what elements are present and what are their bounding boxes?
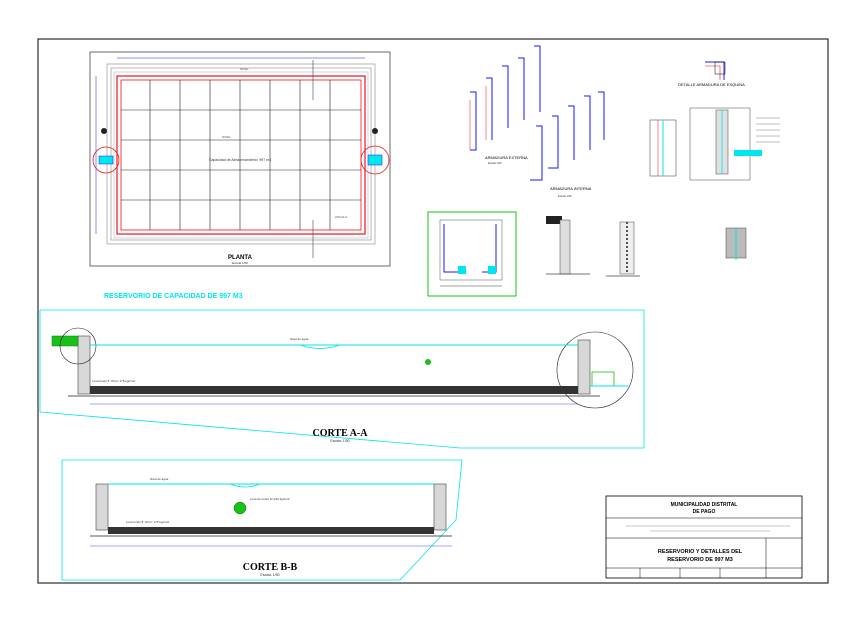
plan-outlet-detail-circle — [360, 145, 390, 175]
section-aa-right-wall — [577, 339, 591, 395]
internal-rebar-title: ARMADURA INTERNA — [550, 186, 592, 191]
plan-inlet-detail-circle — [92, 146, 120, 174]
corner-detail-title: DETALLE ARMADURA DE ESQUINA — [678, 82, 745, 87]
corner-rebar-detail: DETALLE ARMADURA DE ESQUINA — [678, 61, 745, 87]
title-block-project-line2: RESERVORIO DE 997 M3 — [667, 557, 733, 563]
external-rebar-title: ARMADURA EXTERNA — [485, 155, 528, 160]
section-aa-floor-slab — [90, 386, 578, 394]
green-detail-frame — [427, 211, 517, 297]
section-bb-water-label: Nivel de agua — [150, 477, 169, 481]
plan-outer-frame — [89, 51, 391, 267]
plan-tank-wall — [116, 75, 366, 235]
internal-rebar-scale: Escala 1/25 — [558, 194, 572, 198]
section-aa-scale: Escala: 1/50 — [330, 439, 349, 443]
internal-rebar-detail: ARMADURA INTERNA Escala 1/25 — [530, 91, 605, 198]
external-rebar-scale: Escala 1/25 — [488, 161, 502, 165]
plan-capacity-label: Capacidad de Almacenamiento: 997 m3 — [209, 158, 271, 162]
title-block-org-line2: DE PAGO — [693, 509, 716, 515]
title-block: MUNICIPALIDAD DISTRITAL DE PAGO RESERVOR… — [605, 495, 803, 579]
plan-slab-grid — [121, 80, 361, 230]
section-bb-scale: Escala: 1/50 — [260, 573, 279, 577]
section-aa-left-wall — [77, 335, 91, 395]
main-drawing-title: RESERVORIO DE CAPACIDAD DE 997 M3 — [104, 293, 243, 300]
section-bb-slab-label: Losa fondo 5" Ø fe= 175 kg/cm2 — [126, 520, 169, 524]
title-block-org-line1: MUNICIPALIDAD DISTRITAL — [671, 502, 738, 508]
external-rebar-detail: ARMADURA EXTERNA Escala 1/25 — [469, 45, 541, 165]
section-aa-title: CORTE A-A — [313, 428, 369, 439]
section-aa-detail-circle — [556, 331, 634, 409]
section-bb-left-wall — [95, 483, 109, 531]
section-bb-floor-slab — [108, 527, 434, 534]
plan-view: NIVEL NIVEL ZOCALO Capacidad de Almacena… — [89, 51, 391, 267]
green-box-detail — [427, 211, 517, 297]
section-bb: Nivel de agua Losa fondo 5" Ø fe= 175 kg… — [61, 459, 463, 581]
svg-text:NIVEL: NIVEL — [240, 67, 249, 71]
plan-scale: Escala 1/50 — [232, 261, 248, 265]
title-block-project-line1: RESERVORIO Y DETALLES DEL — [658, 549, 743, 555]
column-details — [546, 216, 747, 277]
section-bb-fill-label: Losa de fondo fc=210 kg/cm2 — [250, 497, 290, 501]
section-bb-outline — [61, 459, 463, 581]
section-bb-title: CORTE B-B — [243, 562, 298, 573]
svg-text:ZOCALO: ZOCALO — [335, 215, 348, 219]
section-aa: Nivel de agua Losa fondo 5" Ø fe= 175 kg… — [39, 309, 645, 449]
plan-title: PLANTA — [228, 255, 253, 261]
svg-text:NIVEL: NIVEL — [222, 135, 231, 139]
wall-section-details — [649, 107, 780, 181]
section-bb-right-wall — [433, 483, 447, 531]
title-block-frame — [605, 495, 803, 579]
section-aa-outline — [39, 309, 645, 449]
section-aa-slab-label: Losa fondo 5" Ø fe= 175 kg/cm2 — [92, 379, 135, 383]
sheet-border — [37, 38, 829, 584]
section-aa-water-label: Nivel de agua — [290, 337, 309, 341]
